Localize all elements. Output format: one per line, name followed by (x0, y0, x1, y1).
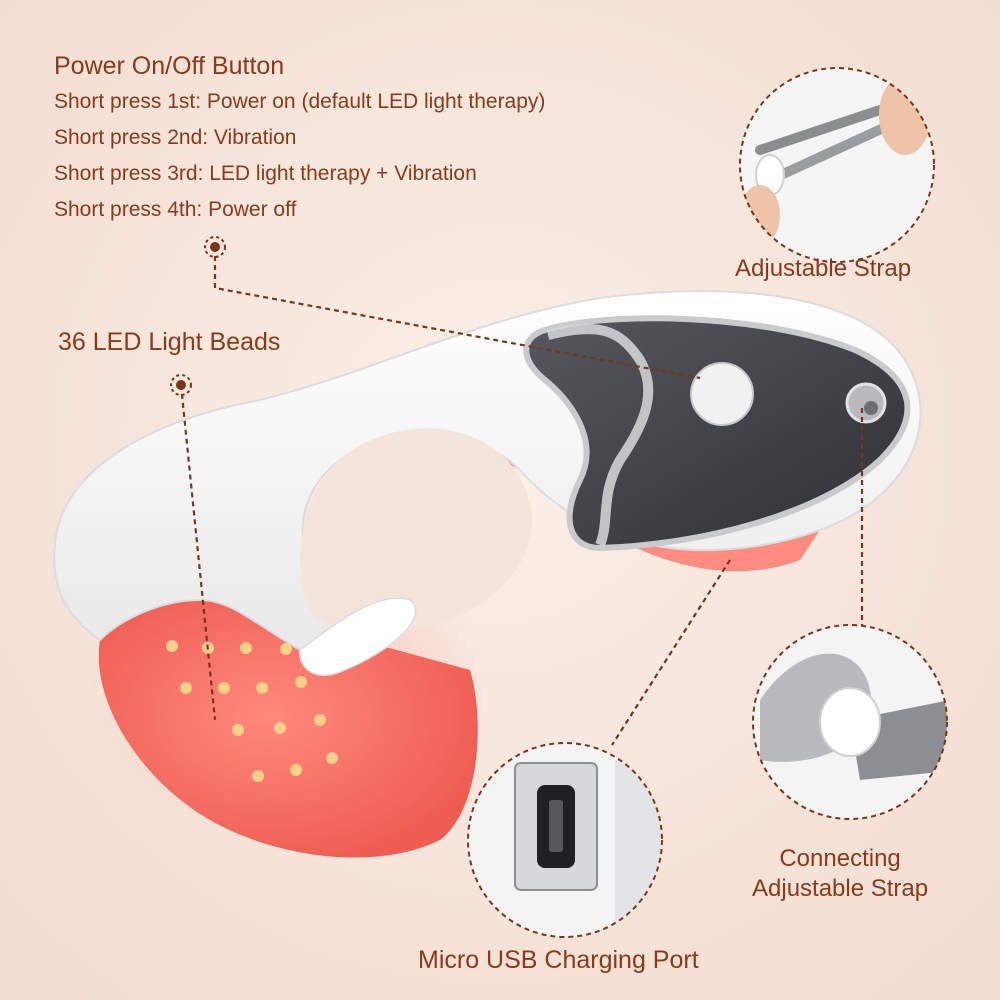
usb-leader (611, 559, 731, 746)
strap-callout (739, 67, 935, 263)
control-panel (523, 315, 911, 552)
connecting-strap-line-2: Adjustable Strap (752, 875, 929, 902)
adjustable-strap-label: Adjustable Strap (735, 255, 912, 282)
strap-hole-icon (845, 382, 887, 424)
strap-hole-inner (864, 401, 878, 415)
power-step-4: Short press 4th: Power off (54, 198, 297, 221)
power-step-3: Short press 3rd: LED light therapy + Vib… (54, 162, 477, 185)
device-image (53, 290, 922, 858)
connecting-strap-label: Connecting Adjustable Strap (752, 844, 928, 904)
callout-markers (170, 236, 226, 396)
led-beads (166, 640, 338, 782)
power-button-title: Power On/Off Button (54, 52, 285, 80)
connecting-strap-line-1: Connecting (779, 845, 901, 872)
power-step-1: Short press 1st: Power on (default LED l… (54, 90, 546, 113)
device-tab (299, 597, 417, 677)
device-opening (300, 428, 532, 634)
led-panel (98, 600, 478, 858)
usb-port-label: Micro USB Charging Port (418, 946, 699, 974)
led-beads-label: 36 LED Light Beads (58, 328, 281, 356)
led-leader (179, 384, 217, 721)
connect-callout (752, 624, 948, 820)
leader-lines (179, 247, 864, 746)
power-leader (213, 247, 701, 380)
power-step-2: Short press 2nd: Vibration (54, 126, 297, 149)
panel-bevel (546, 324, 654, 547)
power-button-icon (690, 362, 754, 426)
